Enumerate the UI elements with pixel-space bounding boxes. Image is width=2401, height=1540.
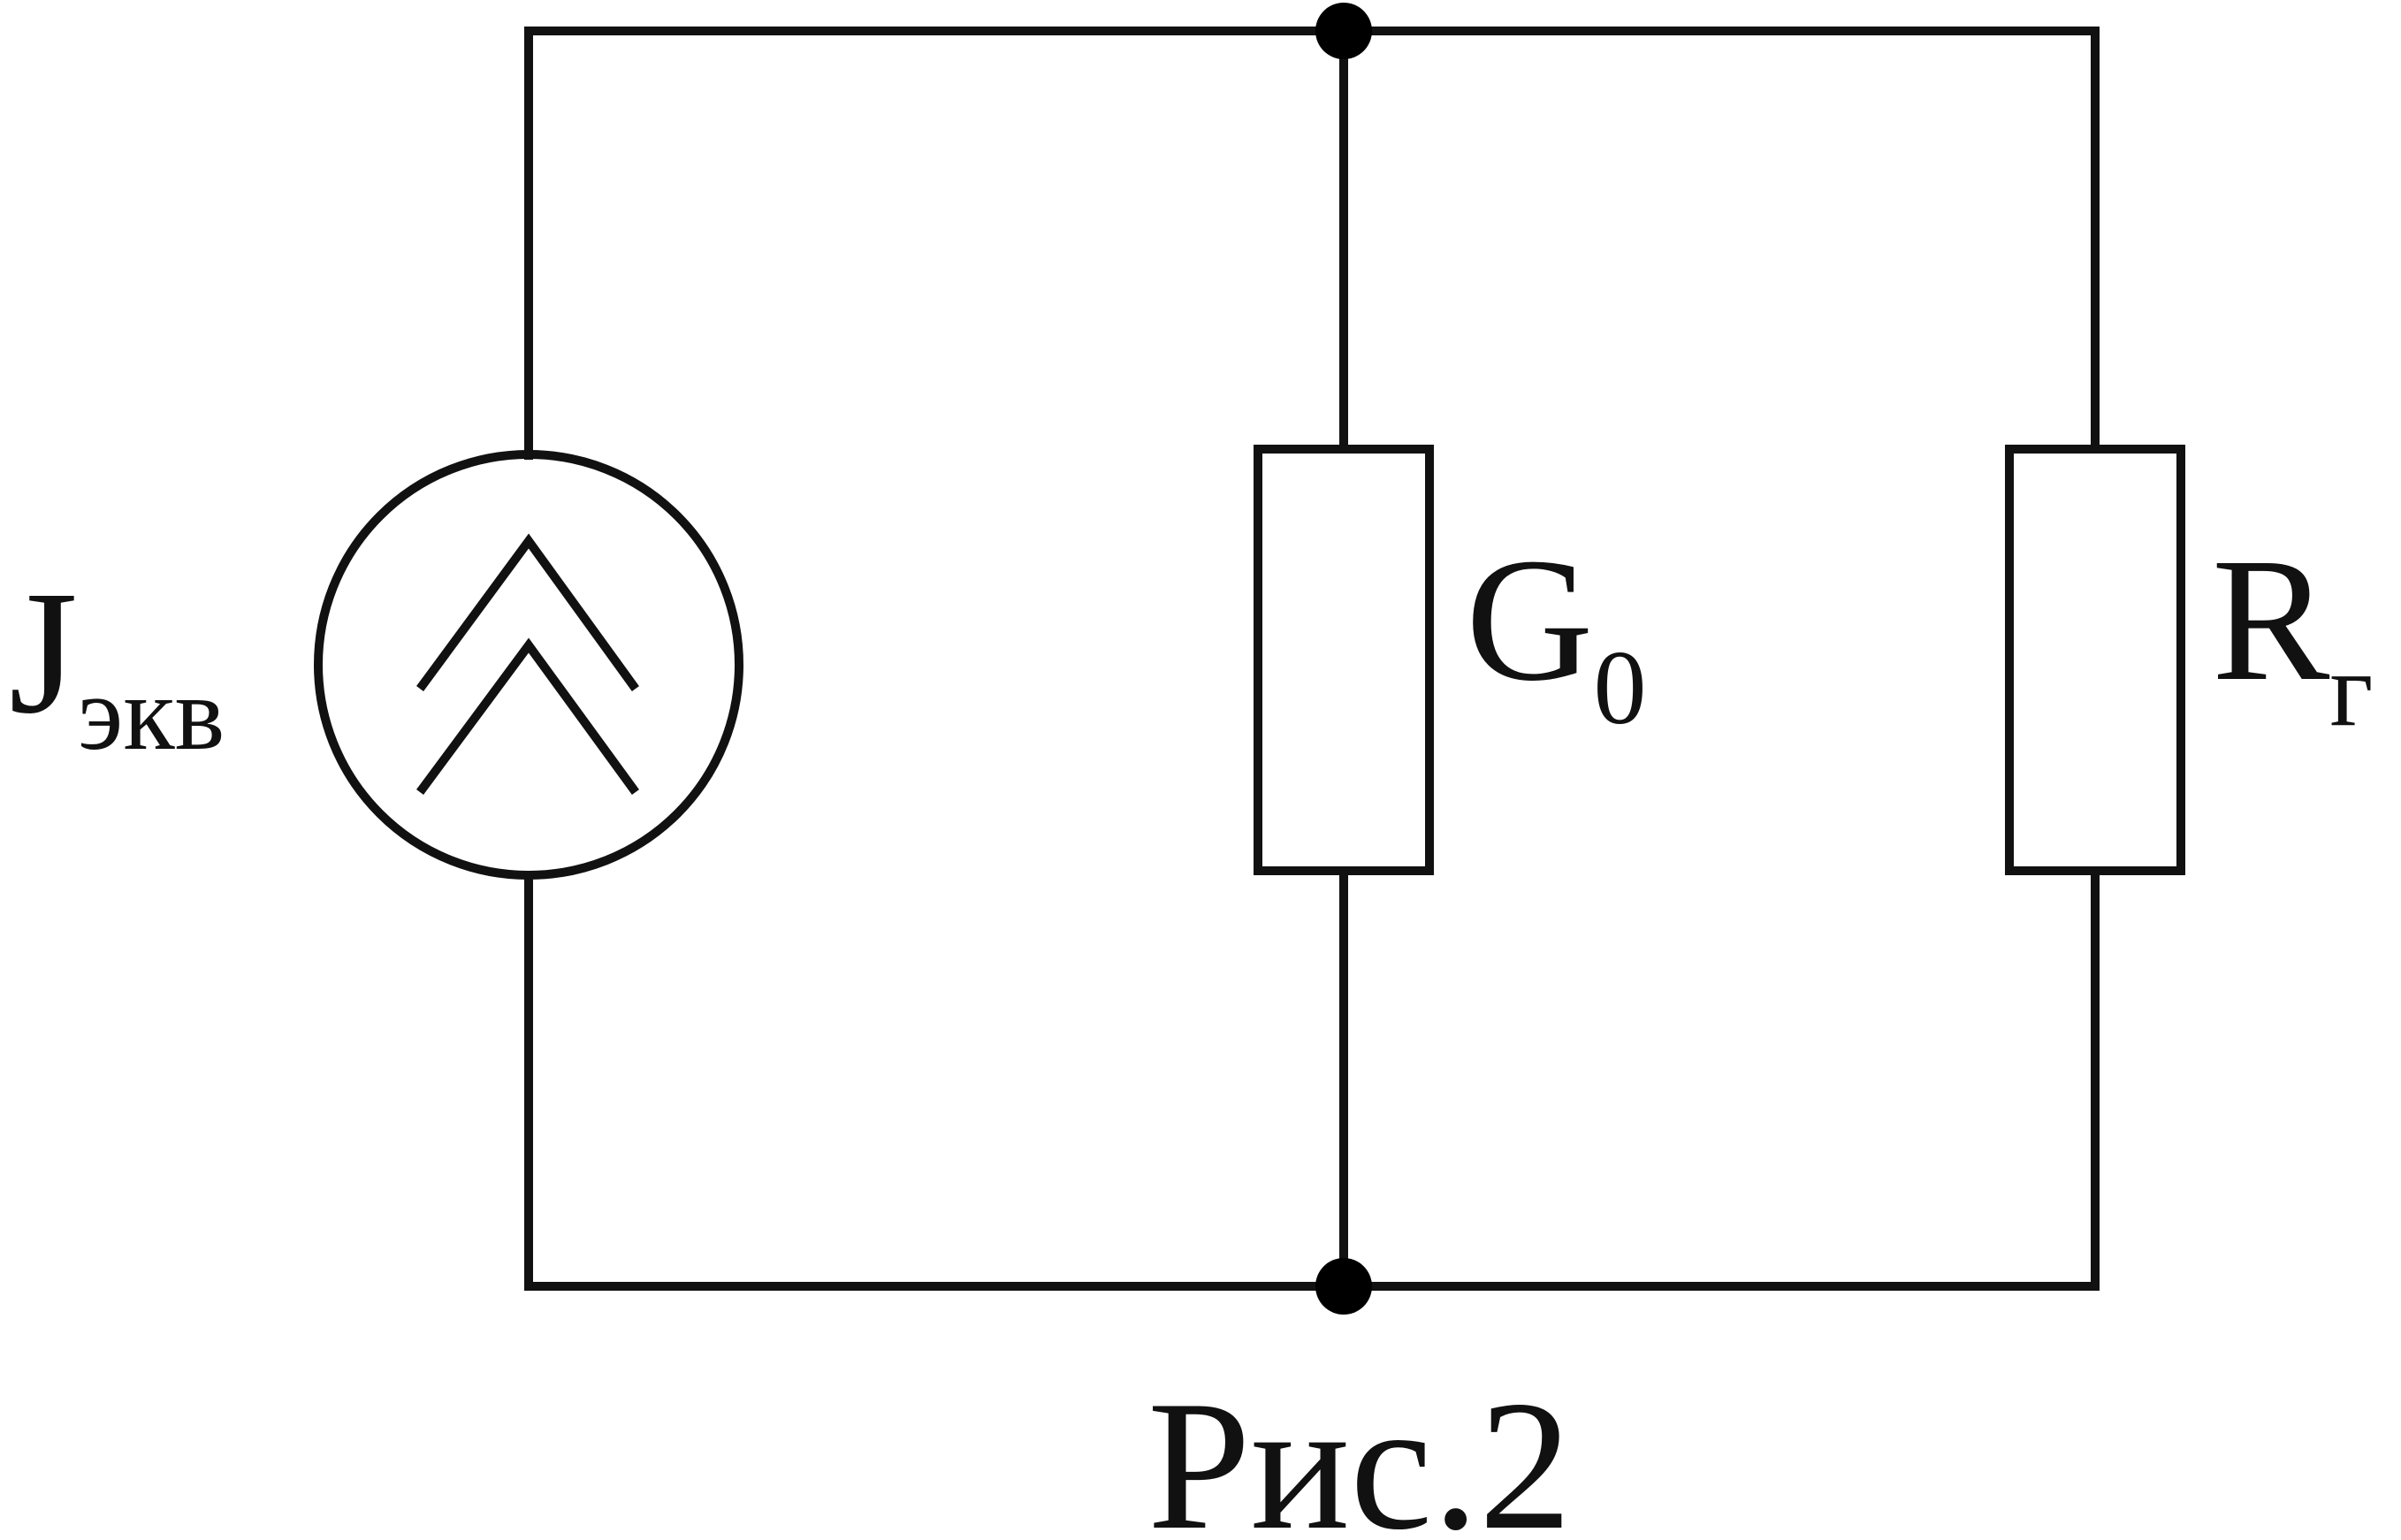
g0-label-subscript: 0	[1593, 629, 1646, 746]
rg-label: Rг	[2212, 522, 2374, 748]
g0-element	[1254, 445, 1434, 875]
g0-label-symbol: G	[1466, 522, 1593, 718]
figure-caption: Рис.2	[1147, 1363, 1572, 1540]
arrow-lower	[416, 637, 639, 795]
source-label: Jэкв	[9, 555, 225, 772]
arrow-upper	[416, 533, 639, 691]
rg-label-subscript: г	[2329, 630, 2373, 748]
top-junction-node	[1315, 3, 1372, 59]
current-source-icon	[314, 450, 743, 880]
source-label-symbol: J	[9, 555, 78, 751]
double-arrow-up-icon	[416, 533, 639, 795]
g0-label: G0	[1466, 522, 1646, 746]
bottom-junction-node	[1315, 1258, 1372, 1315]
rg-element	[2005, 445, 2185, 875]
current-source-circle	[314, 450, 743, 880]
rg-label-symbol: R	[2212, 522, 2330, 718]
source-label-subscript: экв	[78, 654, 225, 772]
